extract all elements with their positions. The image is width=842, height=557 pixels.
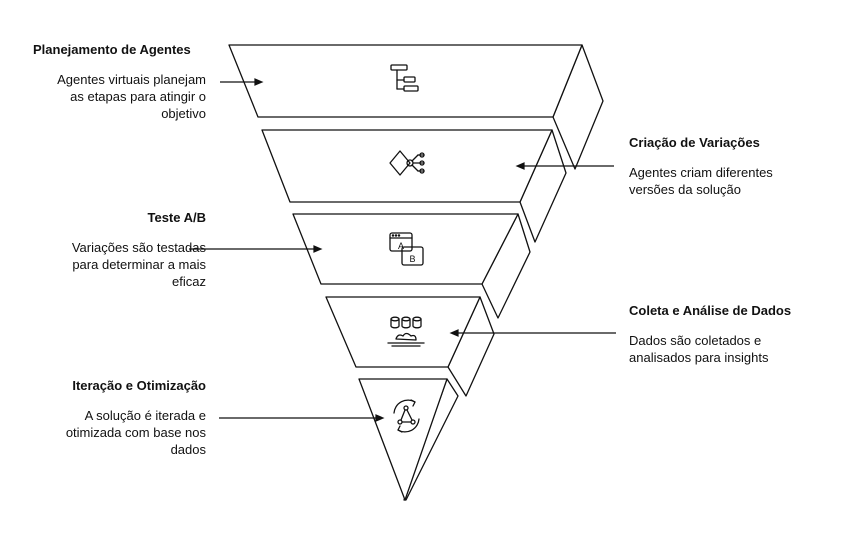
stage-1-front-face — [228, 44, 583, 118]
stage-5-front-face — [358, 378, 448, 501]
stage-4-arrow — [449, 329, 616, 337]
funnel-stage-5 — [358, 378, 459, 501]
ab-test-window-icon: A B — [389, 232, 424, 266]
ab-icon-label-a: A — [398, 241, 404, 251]
stage-2-title: Criação de Variações — [629, 135, 760, 150]
flowchart-icon — [390, 64, 419, 92]
stage-2-description: Agentes criam diferentes versões da solu… — [629, 165, 773, 197]
stage-5-description: A solução é iterada e otimizada com base… — [65, 408, 206, 457]
ab-icon-label-b: B — [409, 254, 415, 264]
funnel-stage-4 — [325, 296, 495, 397]
stage-1-title: Planejamento de Agentes — [33, 42, 191, 57]
funnel-stage-1 — [228, 44, 604, 170]
funnel-stage-3 — [292, 213, 531, 319]
iteration-cycle-icon — [393, 399, 420, 433]
stage-1-arrow — [220, 78, 264, 86]
stage-4-front-face — [325, 296, 481, 368]
stage-3-arrow — [189, 245, 323, 253]
stage-3-title: Teste A/B — [147, 210, 206, 225]
stage-5-title: Iteração e Otimização — [72, 378, 206, 393]
stage-4-title: Coleta e Análise de Dados — [629, 303, 792, 318]
database-analysis-icon — [387, 316, 425, 347]
stage-4-description: Dados são coletados e analisados para in… — [629, 333, 769, 365]
stage-2-arrow — [515, 162, 614, 170]
branching-variations-icon — [389, 150, 425, 176]
stage-5-arrow — [219, 414, 385, 422]
stage-1-description: Agentes virtuais planejam as etapas para… — [57, 72, 206, 121]
stage-3-front-face — [292, 213, 519, 285]
stage-3-description: Variações são testadas para determinar a… — [71, 240, 206, 289]
